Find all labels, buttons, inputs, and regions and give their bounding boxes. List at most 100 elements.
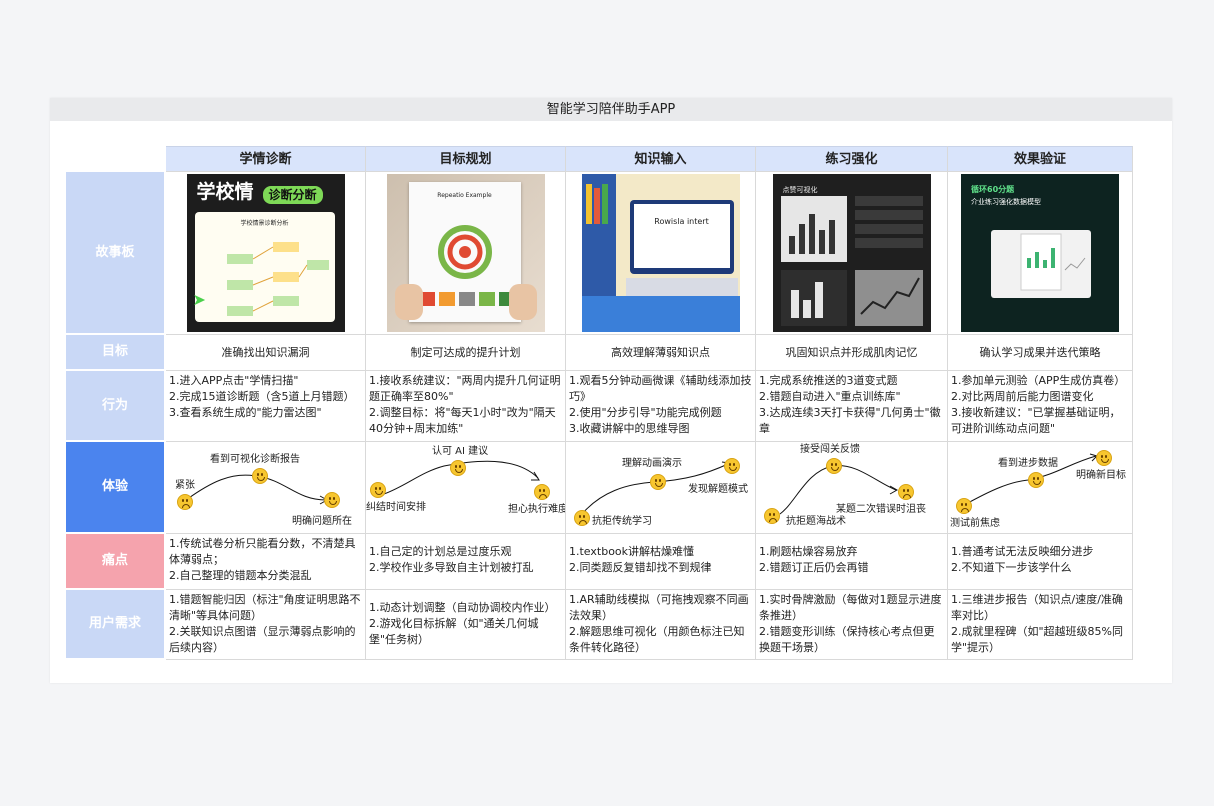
storyboard-image-verify: 循环60分题 介业练习强化数据模型 — [961, 174, 1119, 332]
stage-header-verify: 效果验证 — [948, 146, 1133, 172]
screen-text: Rowisla intert — [633, 204, 730, 268]
pain-item: 1.刷题枯燥容易放弃 — [759, 545, 858, 558]
pain-item: 1.自己定的计划总是过度乐观 — [369, 545, 512, 558]
row-label-pain: 痛点 — [66, 534, 166, 590]
pain-verify: 1.普通考试无法反映细分进步 2.不知道下一步该学什么 — [948, 534, 1133, 590]
behavior-item: 1.完成系统推送的3道变式题 — [759, 374, 898, 387]
stage-header-planning: 目标规划 — [366, 146, 566, 172]
emotion-end-label: 明确问题所在 — [292, 516, 352, 527]
pain-diagnosis: 1.传统试卷分析只能看分数，不清楚具体薄弱点； 2.自己整理的错题本分类混乱 — [166, 534, 366, 590]
pain-item: 2.不知道下一步该学什么 — [951, 561, 1072, 574]
need-item: 1.实时骨牌激励（每做对1题显示进度条推进） — [759, 593, 942, 622]
behavior-item: 2.使用"分步引导"功能完成例题 — [569, 406, 722, 419]
experience-practice: 抗拒题海战术 接受闯关反馈 某题二次错误时沮丧 — [756, 442, 948, 534]
tongue-emoji-icon — [450, 460, 466, 476]
experience-verify: 测试前焦虑 看到进步数据 明确新目标 — [948, 442, 1133, 534]
emotion-low-label: 抗拒题海战术 — [786, 516, 846, 527]
emotion-peak-label: 看到进步数据 — [998, 458, 1058, 469]
need-item: 2.成就里程碑（如"超越班级85%同学"提示） — [951, 625, 1124, 654]
storyboard-cell-practice: 点赞可视化 — [756, 172, 948, 335]
pain-item: 1.普通考试无法反映细分进步 — [951, 545, 1094, 558]
emotion-end-label: 某题二次错误时沮丧 — [836, 504, 926, 515]
emotion-end-label: 明确新目标 — [1076, 470, 1126, 481]
emotion-peak-label: 认可 AI 建议 — [432, 446, 489, 457]
row-label-experience: 体验 — [66, 442, 166, 534]
behavior-item: 2.调整目标：将"每天1小时"改为"隔天40分钟+周末加练" — [369, 406, 556, 435]
frustrated-emoji-icon — [764, 508, 780, 524]
need-item: 1.错题智能归因（标注"角度证明思路不清晰"等具体问题） — [169, 593, 361, 622]
dashboard-graphic — [780, 196, 923, 326]
behavior-item: 2.对比两周前后能力图谱变化 — [951, 390, 1094, 403]
behavior-item: 1.进入APP点击"学情扫描" — [169, 374, 299, 387]
row-label-needs: 用户需求 — [66, 590, 166, 660]
storyboard-image-diagnosis: 学校情 诊断分断 学校情景诊断分析 ➤ — [186, 174, 345, 332]
pain-item: 1.传统试卷分析只能看分数，不清楚具体薄弱点； — [169, 537, 356, 566]
storyboard-cell-input: Rowisla intert — [566, 172, 756, 335]
behavior-item: 2.完成15道诊断题（含5道上月错题） — [169, 390, 355, 403]
pain-input: 1.textbook讲解枯燥难懂 2.同类题反复错却找不到规律 — [566, 534, 756, 590]
stage-header-input: 知识输入 — [566, 146, 756, 172]
image-title-b: 诊断分断 — [262, 186, 323, 204]
corner-cell — [66, 146, 166, 172]
emotion-curve — [383, 460, 540, 495]
behavior-item: 3.收藏讲解中的思维导图 — [569, 422, 690, 435]
promo-title-a: 循环60分题 — [971, 185, 1015, 194]
storyboard-image-practice: 点赞可视化 — [772, 174, 931, 332]
behavior-planning: 1.接收系统建议："两周内提升几何证明题正确率至80%" 2.调整目标：将"每天… — [366, 371, 566, 442]
emotion-low-label: 测试前焦虑 — [950, 518, 1000, 529]
anxious-emoji-icon — [956, 498, 972, 514]
mindmap-graphic — [226, 242, 329, 316]
pain-item: 2.自己整理的错题本分类混乱 — [169, 569, 312, 582]
behavior-item: 1.接收系统建议："两周内提升几何证明题正确率至80%" — [369, 374, 561, 403]
storyboard-cell-diagnosis: 学校情 诊断分断 学校情景诊断分析 ➤ — [166, 172, 366, 335]
grin-emoji-icon — [1096, 450, 1112, 466]
journey-grid: 学情诊断 目标规划 知识输入 练习强化 效果验证 故事板 学校情 诊断分断 学校… — [66, 146, 1133, 660]
emotion-low-label: 纠结时间安排 — [366, 502, 426, 513]
pain-item: 2.同类题反复错却找不到规律 — [569, 561, 712, 574]
image-subtitle: 学校情景诊断分析 — [240, 220, 289, 227]
goal-input: 高效理解薄弱知识点 — [566, 335, 756, 371]
needs-diagnosis: 1.错题智能归因（标注"角度证明思路不清晰"等具体问题） 2.关联知识点图谱（显… — [166, 590, 366, 660]
neutral-emoji-icon — [370, 482, 386, 498]
row-label-goal: 目标 — [66, 335, 166, 371]
emotion-peak-label: 理解动画演示 — [622, 458, 682, 469]
behavior-verify: 1.参加单元测验（APP生成仿真卷） 2.对比两周前后能力图谱变化 3.接收新建… — [948, 371, 1133, 442]
pain-item: 1.textbook讲解枯燥难懂 — [569, 545, 695, 558]
sad-emoji-icon — [574, 510, 590, 526]
journey-map-board: 智能学习陪伴助手APP 学情诊断 目标规划 知识输入 练习强化 效果验证 故事板… — [50, 98, 1172, 683]
page-title: 智能学习陪伴助手APP — [50, 98, 1172, 121]
behavior-item: 3.接收新建议："已掌握基础证明，可进阶训练动点问题" — [951, 406, 1121, 435]
needs-planning: 1.动态计划调整（自动协调校内作业） 2.游戏化目标拆解（如"通关几何城堡"任务… — [366, 590, 566, 660]
smile-emoji-icon — [324, 492, 340, 508]
row-label-storyboard: 故事板 — [66, 172, 166, 335]
goal-diagnosis: 准确找出知识漏洞 — [166, 335, 366, 371]
stage-header-practice: 练习强化 — [756, 146, 948, 172]
need-item: 1.AR辅助线模拟（可拖拽观察不同画法效果） — [569, 593, 749, 622]
worried-emoji-icon — [177, 494, 193, 510]
need-item: 2.游戏化目标拆解（如"通关几何城堡"任务树） — [369, 617, 539, 646]
surprised-emoji-icon — [252, 468, 268, 484]
sad-emoji-icon — [898, 484, 914, 500]
dashboard-title: 点赞可视化 — [782, 186, 818, 194]
behavior-item: 1.参加单元测验（APP生成仿真卷） — [951, 374, 1126, 387]
behavior-practice: 1.完成系统推送的3道变式题 2.错题自动进入"重点训练库" 3.达成连续3天打… — [756, 371, 948, 442]
target-graphic — [418, 225, 515, 306]
goal-planning: 制定可达成的提升计划 — [366, 335, 566, 371]
emotion-peak-label: 看到可视化诊断报告 — [210, 454, 300, 465]
report-graphic — [1020, 233, 1086, 291]
experience-planning: 纠结时间安排 认可 AI 建议 担心执行难度 — [366, 442, 566, 534]
need-item: 2.关联知识点图谱（显示薄弱点影响的后续内容） — [169, 625, 356, 654]
image-title-a: 学校情 — [196, 181, 254, 203]
pain-item: 2.学校作业多导致自主计划被打乱 — [369, 561, 534, 574]
behavior-item: 2.错题自动进入"重点训练库" — [759, 390, 901, 403]
need-item: 2.错题变形训练（保持核心考点但更换题干场景） — [759, 625, 935, 654]
storyboard-cell-verify: 循环60分题 介业练习强化数据模型 — [948, 172, 1133, 335]
storyboard-image-input: Rowisla intert — [581, 174, 740, 332]
storyboard-cell-planning: Repeatio Example — [366, 172, 566, 335]
promo-title-b: 介业练习强化数据模型 — [971, 198, 1041, 206]
arrow-icon: ➤ — [192, 290, 206, 309]
behavior-item: 1.观看5分钟动画微课《辅助线添加技巧》 — [569, 374, 752, 403]
emotion-peak-label: 接受闯关反馈 — [800, 444, 860, 455]
behavior-diagnosis: 1.进入APP点击"学情扫描" 2.完成15道诊断题（含5道上月错题） 3.查看… — [166, 371, 366, 442]
experience-diagnosis: 紧张 看到可视化诊断报告 明确问题所在 — [166, 442, 366, 534]
